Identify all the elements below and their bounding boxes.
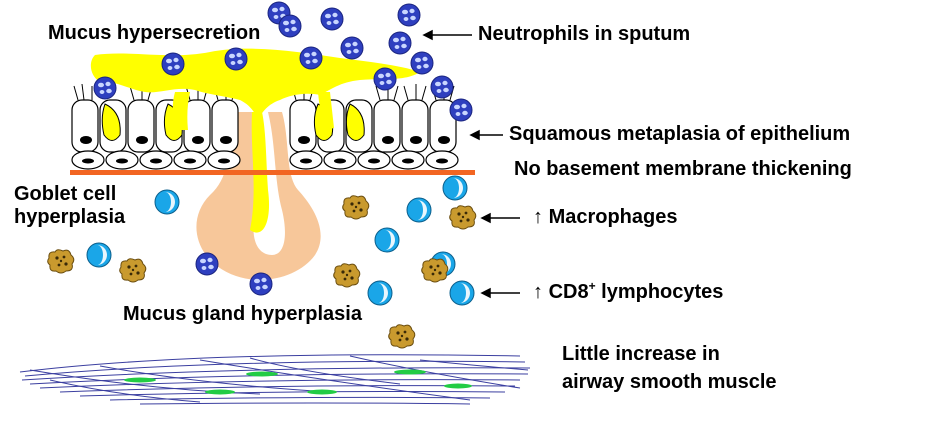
macrophage-icon [388,324,416,349]
neutrophil-icon [195,252,219,276]
mucus-gland-label: Mucus gland hyperplasia [123,303,362,325]
cd8-text: CD8 [548,281,589,303]
increase-arrow: ↑ [533,281,543,303]
macrophage-icon [421,258,449,283]
lymphocyte-icon [374,227,400,253]
smooth-muscle-nuclei [124,369,472,395]
basement-membrane-label: No basement membrane thickening [514,158,852,180]
macrophage-icon [449,205,477,230]
neutrophil-icon [249,272,273,296]
annotation-arrows [422,29,520,299]
macrophage-icon [342,195,370,220]
lymphocyte-icon [154,189,180,215]
smooth-muscle-layer [19,354,531,405]
macrophages-label: ↑ Macrophages [533,206,678,229]
lymphocytes-text: lymphocytes [595,281,724,303]
cell-nuclei [80,136,450,164]
neutrophil-icon [224,47,248,71]
smooth-muscle-label-line1: Little increase in [562,343,720,365]
cd8-lymphocytes-label: ↑ CD8+ lymphocytes [533,279,724,304]
neutrophil-icon [373,67,397,91]
lymphocyte-icon [449,280,475,306]
macrophage-icon [333,263,361,288]
neutrophils-label: Neutrophils in sputum [478,23,691,45]
lymphocyte-icon [367,280,393,306]
neutrophil-icon [93,76,117,100]
mucus-strand [172,92,190,130]
macrophage-icon [119,258,147,283]
cd8-superscript: + [588,279,596,293]
neutrophil-icon [397,3,421,27]
lymphocyte-icon [442,175,468,201]
neutrophil-icon [430,75,454,99]
neutrophil-icon [320,7,344,31]
neutrophil-icon [449,98,473,122]
neutrophil-icon [410,51,434,75]
basement-membrane [70,170,475,175]
mucus-strand [318,92,334,130]
neutrophil-icon [278,14,302,38]
increase-arrow: ↑ [533,206,543,228]
squamous-metaplasia-label: Squamous metaplasia of epithelium [509,123,851,145]
macrophages-text: Macrophages [548,206,678,228]
goblet-label-line1: Goblet cell [14,183,117,205]
lymphocyte-icon [406,197,432,223]
lymphocyte-icon [86,242,112,268]
neutrophil-icon [161,52,185,76]
neutrophil-icon [340,36,364,60]
neutrophil-icon [388,31,412,55]
smooth-muscle-label-line2: airway smooth muscle [562,371,777,393]
neutrophil-icon [299,46,323,70]
goblet-label-line2: hyperplasia [14,206,126,228]
macrophage-icon [47,249,75,274]
mucus-hypersecretion-label: Mucus hypersecretion [48,22,261,44]
